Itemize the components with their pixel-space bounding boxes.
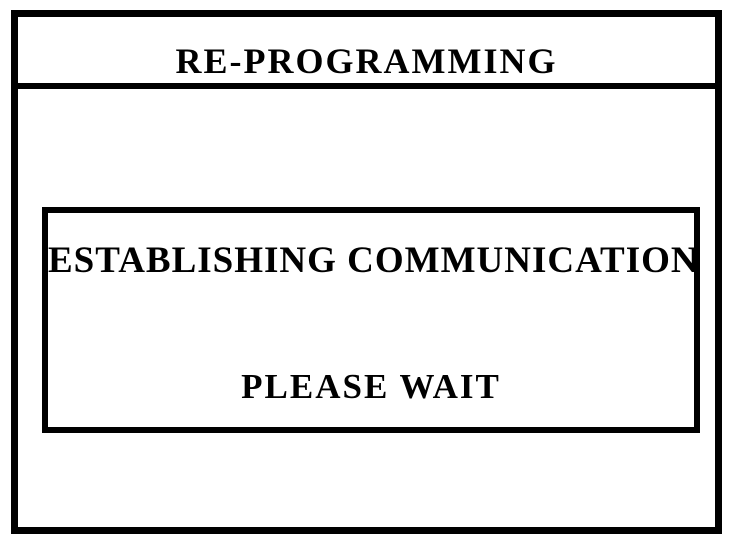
reprogramming-screen-frame: RE-PROGRAMMING ESTABLISHING COMMUNICATIO… bbox=[11, 10, 722, 534]
title-bar: RE-PROGRAMMING bbox=[18, 17, 715, 89]
message-box: ESTABLISHING COMMUNICATION PLEASE WAIT bbox=[42, 207, 700, 433]
screen-title: RE-PROGRAMMING bbox=[175, 41, 558, 81]
wait-message: PLEASE WAIT bbox=[241, 367, 501, 406]
status-message: ESTABLISHING COMMUNICATION bbox=[48, 240, 699, 281]
